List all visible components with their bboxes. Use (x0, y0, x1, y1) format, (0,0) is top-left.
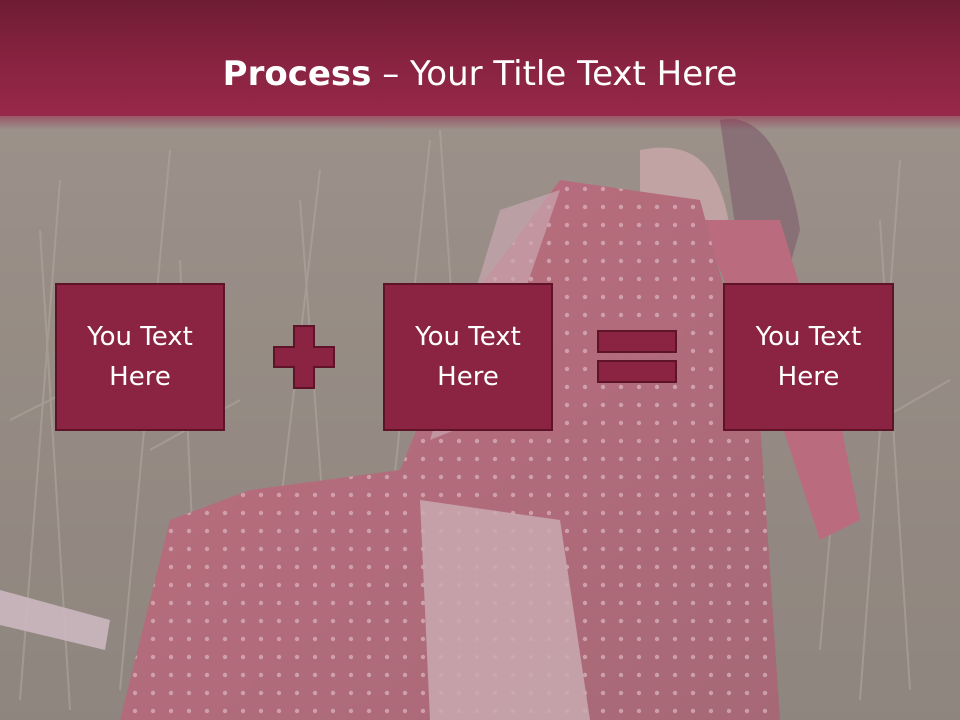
process-box-3-label: You Text Here (755, 322, 862, 392)
title-bold-word: Process (222, 54, 372, 94)
process-box-1-label: You Text Here (87, 322, 193, 392)
process-box-3[interactable]: You Text Here (723, 283, 894, 431)
title-dash: – (371, 54, 411, 94)
title-bar (0, 0, 960, 116)
title-bar-fade (0, 108, 960, 130)
process-box-1[interactable]: You Text Here (55, 283, 225, 431)
title-rest: Your Title Text Here (410, 54, 738, 94)
process-box-2[interactable]: You Text Here (383, 283, 553, 431)
plus-icon (273, 325, 335, 389)
process-box-2-label: You Text Here (415, 322, 521, 392)
equals-icon (597, 330, 677, 383)
slide-title[interactable]: Process – Your Title Text Here (0, 52, 960, 96)
